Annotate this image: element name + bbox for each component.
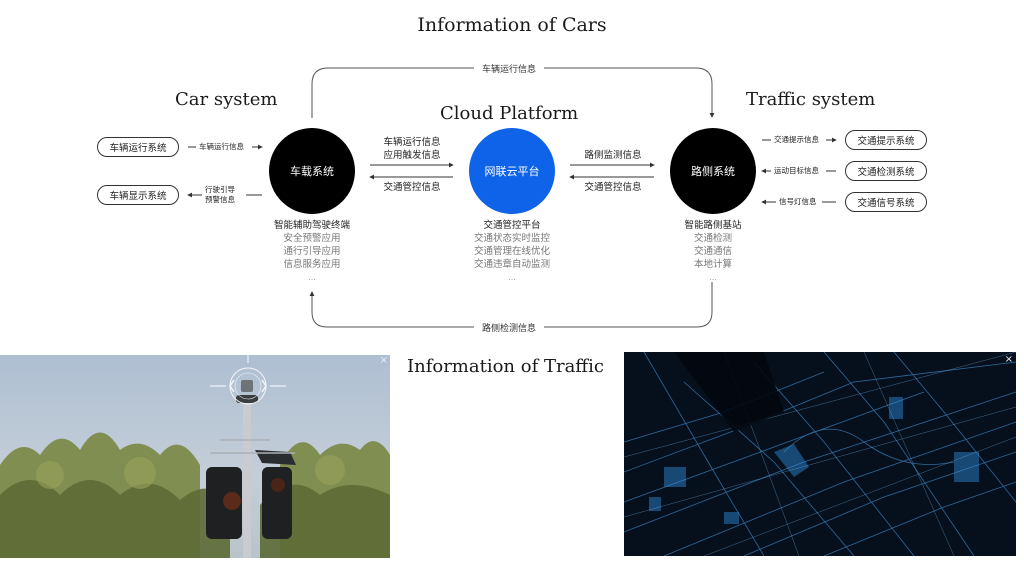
roadside-system-node-label: 路侧系统 <box>691 165 735 178</box>
cloud-to-roadside-label: 交通管控信息 <box>584 182 642 193</box>
close-icon[interactable]: × <box>379 355 388 366</box>
city-map-illustration <box>624 352 1016 556</box>
vehicle-display-system-pill[interactable]: 车辆显示系统 <box>97 185 179 205</box>
traffic-light-photo: × <box>0 355 390 558</box>
traffic-hint-system-pill[interactable]: 交通提示系统 <box>845 130 927 150</box>
cloud-to-car-label: 交通管控信息 <box>383 182 441 193</box>
heading-cloud-platform: Cloud Platform <box>440 103 579 124</box>
traffic-signal-system-pill[interactable]: 交通信号系统 <box>845 192 927 212</box>
city-map-photo: × <box>624 352 1016 556</box>
pill-label: 交通检测系统 <box>857 167 915 178</box>
traffic-detection-system-pill[interactable]: 交通检测系统 <box>845 161 927 181</box>
roadside-to-cloud-label: 路侧监测信息 <box>584 150 642 161</box>
pill-label: 车辆运行系统 <box>109 143 167 154</box>
bottom-loop-label: 路侧检测信息 <box>474 321 545 334</box>
heading-traffic-system: Traffic system <box>746 89 876 110</box>
close-icon[interactable]: × <box>1004 354 1013 365</box>
heading-car-system: Car system <box>175 89 278 110</box>
vehicle-operation-system-pill[interactable]: 车辆运行系统 <box>97 137 179 157</box>
title-information-of-cars: Information of Cars <box>417 14 607 36</box>
cloud-platform-node[interactable]: 网联云平台 <box>469 128 555 214</box>
car-description: 智能辅助驾驶终端 安全预警应用 通行引导应用 信息服务应用 ... <box>273 220 350 282</box>
top-loop-label: 车辆运行信息 <box>474 62 545 75</box>
roadside-system-node[interactable]: 路侧系统 <box>670 128 756 214</box>
car-system-node-label: 车载系统 <box>290 165 334 178</box>
car-to-cloud-label: 车辆运行信息 应用触发信息 <box>383 137 441 161</box>
roadside-description: 智能路侧基站 交通检测 交通通信 本地计算 ... <box>684 220 742 282</box>
guidance-warning-label: 行驶引导 预警信息 <box>205 185 235 204</box>
top-loop-arrow <box>311 67 715 118</box>
traffic-hint-info-label: 交通提示信息 <box>774 135 819 144</box>
traffic-light-illustration <box>0 355 390 558</box>
signal-light-info-label: 信号灯信息 <box>779 197 817 206</box>
car-system-node[interactable]: 车载系统 <box>269 128 355 214</box>
moving-target-info-label: 运动目标信息 <box>774 166 819 175</box>
pill-label: 交通信号系统 <box>857 198 915 209</box>
cloud-platform-node-label: 网联云平台 <box>484 165 540 178</box>
cloud-description: 交通管控平台 交通状态实时监控 交通管理在线优化 交通违章自动监测 ... <box>473 220 550 282</box>
vehicle-run-info-label: 车辆运行信息 <box>199 142 244 151</box>
pill-label: 车辆显示系统 <box>109 191 167 202</box>
pill-label: 交通提示系统 <box>857 136 915 147</box>
title-information-of-traffic: Information of Traffic <box>407 356 604 377</box>
